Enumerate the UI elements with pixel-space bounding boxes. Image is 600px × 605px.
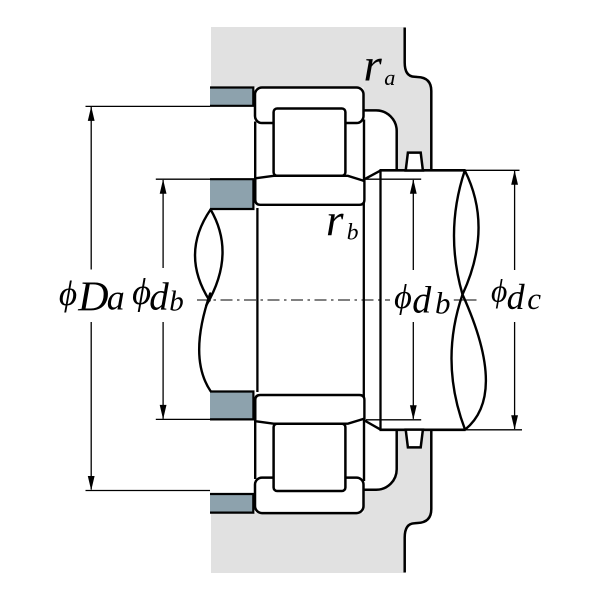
svg-text:ϕ: ϕ	[59, 274, 77, 313]
svg-text:D: D	[77, 275, 108, 321]
svg-text:a: a	[384, 65, 395, 90]
svg-text:c: c	[527, 281, 541, 316]
svg-text:d: d	[507, 277, 526, 317]
svg-text:ϕ: ϕ	[132, 271, 151, 312]
svg-text:d: d	[149, 275, 169, 318]
svg-text:r: r	[364, 40, 383, 92]
svg-text:b: b	[347, 220, 359, 246]
svg-text:b: b	[435, 286, 451, 321]
svg-text:r: r	[326, 195, 344, 245]
svg-text:b: b	[169, 286, 184, 318]
svg-text:a: a	[107, 277, 125, 317]
svg-text:ϕ: ϕ	[491, 273, 507, 308]
svg-text:ϕ: ϕ	[394, 279, 412, 316]
svg-text:d: d	[412, 279, 432, 321]
